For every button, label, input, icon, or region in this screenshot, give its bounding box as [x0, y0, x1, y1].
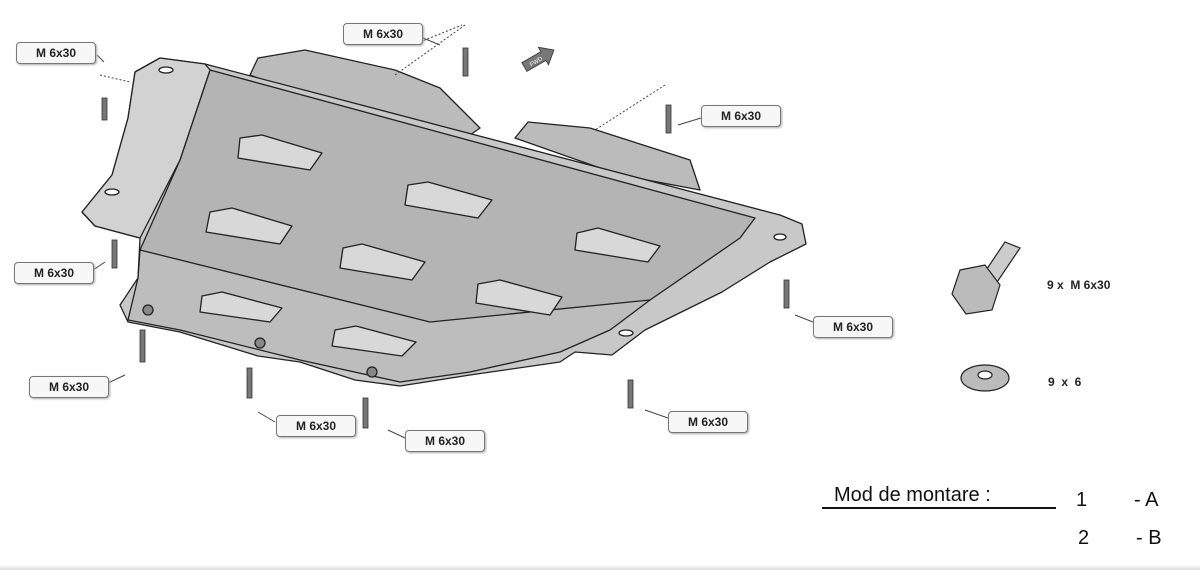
mounting-code-2: - B	[1136, 527, 1162, 549]
hex-bolt-icon	[951, 241, 1021, 315]
washer-quantity: 9 x 6	[1048, 375, 1082, 389]
mounting-code-1: - A	[1134, 489, 1159, 511]
bolts	[101, 47, 790, 429]
washer-icon	[960, 364, 1010, 392]
fwd-arrow-icon: FWD	[521, 46, 555, 73]
bolt-label: M 6x30	[701, 105, 781, 127]
plate-lower-face	[127, 249, 651, 383]
bolt-label: M 6x30	[343, 23, 423, 45]
mounting-num-2: 2	[1078, 527, 1090, 549]
mounting-num-1: 1	[1076, 489, 1088, 511]
bolt-label: M 6x30	[276, 415, 356, 437]
bottom-shadow	[0, 565, 1200, 570]
bolt-label: M 6x30	[29, 376, 109, 398]
bolt-quantity: 9 x M 6x30	[1047, 278, 1111, 292]
bolt-label: M 6x30	[813, 316, 893, 338]
bolt-label: M 6x30	[668, 411, 748, 433]
bolt-label: M 6x30	[14, 262, 94, 284]
mounting-title: Mod de montare :	[834, 484, 991, 506]
plate-pockets	[199, 134, 661, 357]
bolt-label: M 6x30	[16, 42, 96, 64]
bolt-label: M 6x30	[405, 430, 485, 452]
